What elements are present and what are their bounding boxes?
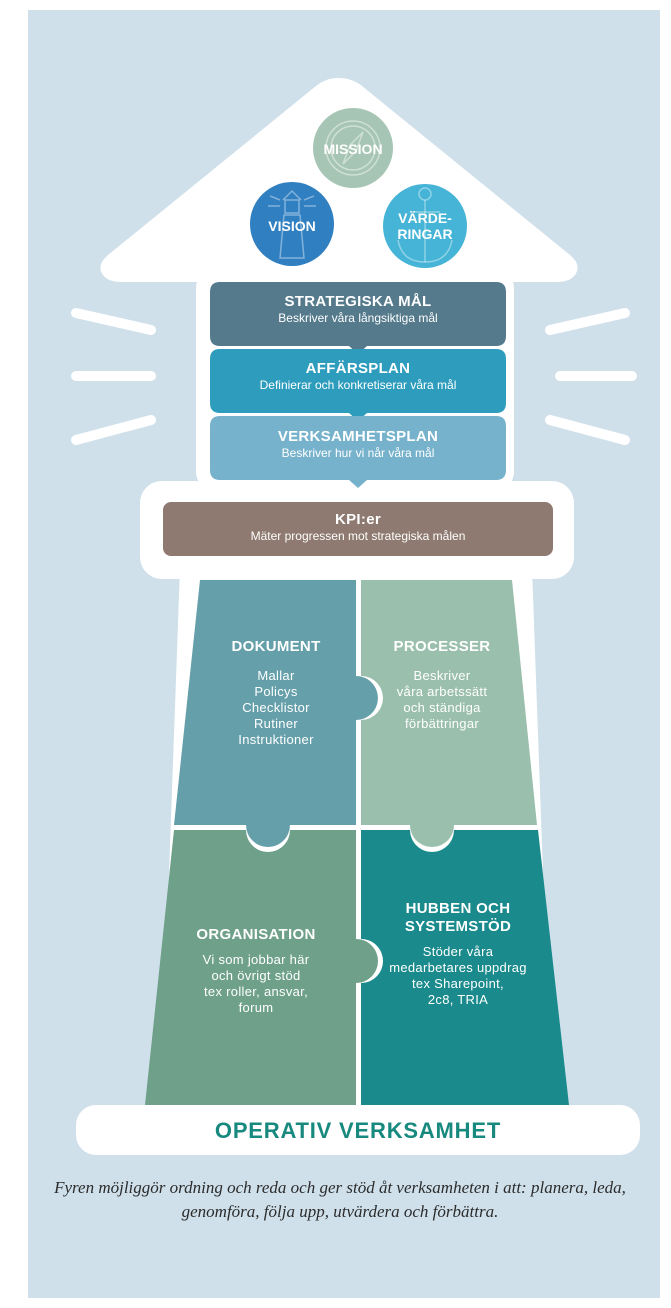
tab-dokument-down xyxy=(246,825,290,847)
processer-title: PROCESSER xyxy=(393,638,491,655)
dokument-line: Mallar xyxy=(257,668,295,683)
organisation-line: tex roller, ansvar, xyxy=(204,984,308,999)
level-title: AFFÄRSPLAN xyxy=(305,360,411,377)
level-subtitle: Definierar och konkretiserar våra mål xyxy=(259,378,457,392)
dokument-block: DOKUMENT Mallar Policys Checklistor Ruti… xyxy=(196,638,356,748)
footer-text: Fyren möjliggör ordning och reda och ger… xyxy=(54,1178,626,1221)
hubben-line: Stöder våra xyxy=(422,944,494,959)
base-shape xyxy=(76,1105,640,1155)
piece-hubben xyxy=(361,830,569,1105)
ray-left-bottom xyxy=(71,415,156,445)
processer-line: våra arbetssätt xyxy=(396,684,488,699)
mission-circle xyxy=(313,108,393,188)
kpi: KPI:er Mäter progressen mot strategiska … xyxy=(163,511,553,544)
dokument-line: Checklistor xyxy=(242,700,310,715)
organisation-line: och övrigt stöd xyxy=(211,968,301,983)
level-strategiska: STRATEGISKA MÅL Beskriver våra långsikti… xyxy=(210,293,506,326)
level-box-strategiska xyxy=(210,282,506,354)
level-affarsplan: AFFÄRSPLAN Definierar och konkretiserar … xyxy=(210,360,506,393)
ray-left-top xyxy=(71,308,156,335)
organisation-line: Vi som jobbar här xyxy=(202,952,310,967)
anchor-icon xyxy=(397,187,453,263)
organisation-line: forum xyxy=(238,1000,274,1015)
level-title: STRATEGISKA MÅL xyxy=(284,293,432,310)
processer-line: Beskriver xyxy=(413,668,471,683)
values-label: VÄRDE- RINGAR xyxy=(397,210,453,242)
dokument-line: Rutiner xyxy=(253,716,298,731)
hubben-title: HUBBEN OCH SYSTEMSTÖD xyxy=(404,900,512,935)
level-subtitle: Beskriver våra långsiktiga mål xyxy=(278,311,438,325)
light-rays xyxy=(71,308,637,445)
hubben-line: 2c8, TRIA xyxy=(427,992,489,1007)
ray-right-top xyxy=(545,308,630,335)
hubben-block: HUBBEN OCH SYSTEMSTÖD Stöder våra medarb… xyxy=(370,900,546,1008)
level-subtitle: Beskriver hur vi når våra mål xyxy=(281,446,435,460)
vision-label: VISION xyxy=(268,218,316,234)
hubben-line: medarbetares uppdrag xyxy=(389,960,527,975)
level-box-verksamhetsplan xyxy=(210,416,506,488)
ray-right-bottom xyxy=(545,415,630,445)
kpi-title: KPI:er xyxy=(335,511,381,528)
level-title: VERKSAMHETSPLAN xyxy=(277,428,439,445)
dokument-title: DOKUMENT xyxy=(231,638,321,655)
hubben-line: tex Sharepoint, xyxy=(412,976,504,991)
base-label: OPERATIV VERKSAMHET xyxy=(214,1118,502,1143)
dokument-line: Instruktioner xyxy=(238,732,314,747)
organisation-block: ORGANISATION Vi som jobbar här och övrig… xyxy=(176,926,336,1016)
organisation-title: ORGANISATION xyxy=(196,926,316,943)
piece-organisation xyxy=(145,830,378,1105)
level-verksamhetsplan: VERKSAMHETSPLAN Beskriver hur vi når vår… xyxy=(210,428,506,461)
lighthouse-icon xyxy=(268,189,316,259)
processer-line: förbättringar xyxy=(405,716,479,731)
kpi-subtitle: Mäter progressen mot strategiska målen xyxy=(250,529,466,543)
values-circle xyxy=(383,184,467,268)
processer-line: och ständiga xyxy=(403,700,481,715)
processer-block: PROCESSER Beskriver våra arbetssätt och … xyxy=(362,638,522,732)
piece-dokument xyxy=(174,580,378,825)
piece-processer xyxy=(361,580,537,847)
mission-label: MISSION xyxy=(323,141,383,157)
vision-circle xyxy=(250,182,334,266)
level-box-affarsplan xyxy=(210,349,506,421)
compass-icon xyxy=(325,120,381,176)
dokument-line: Policys xyxy=(254,684,298,699)
kpi-box xyxy=(163,502,553,556)
